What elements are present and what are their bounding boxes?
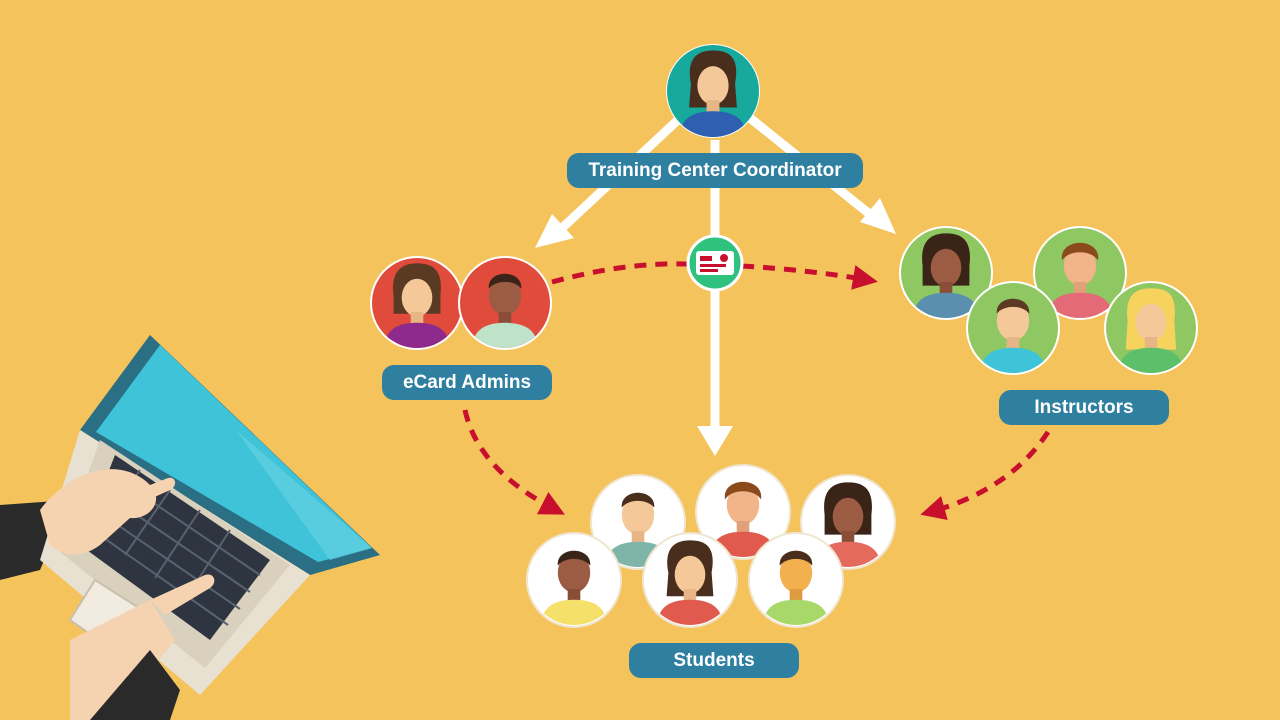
coordinator-label: Training Center Coordinator [567, 153, 863, 188]
person-avatar-icon [1104, 281, 1198, 375]
ecard-admins-label: eCard Admins [382, 365, 552, 400]
sleeve-right [90, 650, 180, 720]
students-group [526, 464, 896, 628]
students-label: Students [629, 643, 799, 678]
laptop-icon [0, 335, 380, 720]
person-avatar-icon [899, 226, 993, 320]
person-avatar-icon [642, 532, 738, 628]
dashed-ecard-to-instructors [741, 263, 878, 290]
instructors-label: Instructors [999, 390, 1169, 425]
coordinator-avatar [666, 44, 760, 138]
person-avatar-icon [458, 256, 552, 350]
arrow-head-instructors [860, 198, 896, 234]
ecard-icon [686, 234, 744, 292]
dashed-admin-to-ecard [551, 261, 689, 285]
dashed-admins-to-students [462, 409, 565, 515]
person-avatar-icon [748, 532, 844, 628]
arrow-head-students [697, 426, 733, 456]
person-avatar-icon [966, 281, 1060, 375]
arrow-head-admins [535, 214, 574, 248]
dashed-instructors-to-students [920, 430, 1051, 521]
ecard-admins-group [370, 256, 552, 350]
instructors-group [899, 226, 1198, 375]
hand-right [70, 600, 175, 720]
person-avatar-icon [526, 532, 622, 628]
hand-left [40, 469, 157, 555]
person-avatar-icon [370, 256, 464, 350]
ecard-flow-arrows [462, 261, 1051, 521]
